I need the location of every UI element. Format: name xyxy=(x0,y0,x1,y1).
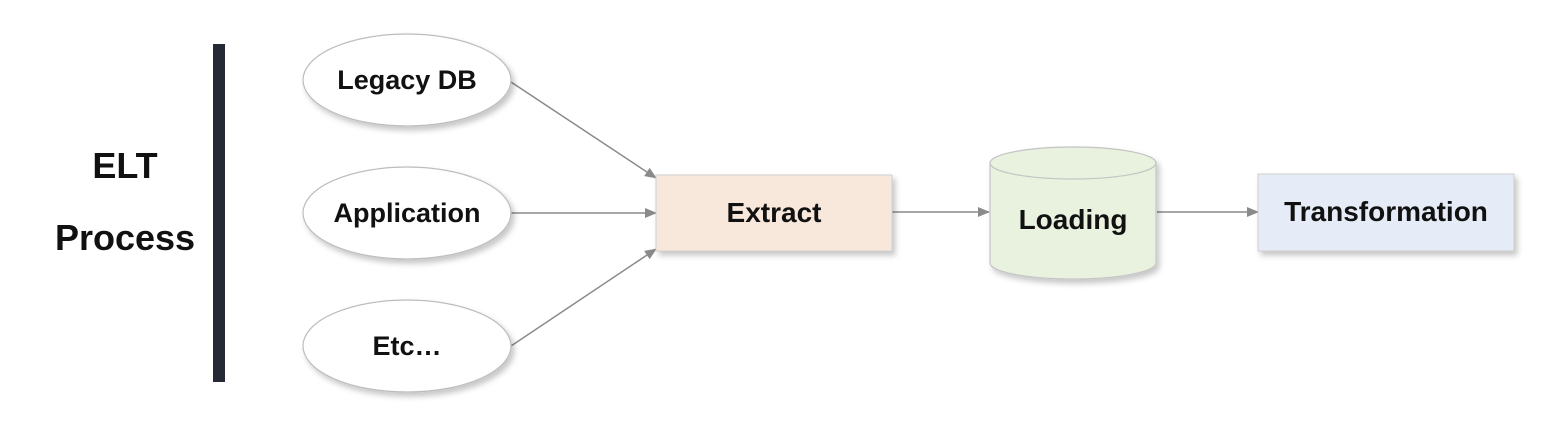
title-line-process: Process xyxy=(54,217,196,258)
source-label-etc: Etc… xyxy=(372,331,441,361)
extract-node: Extract xyxy=(655,174,893,252)
diagram-title: ELT Process xyxy=(40,130,210,274)
transformation-node: Transformation xyxy=(1257,173,1515,252)
loading-label: Loading xyxy=(1019,204,1128,235)
source-node-legacy-db: Legacy DB xyxy=(302,33,512,127)
loading-node xyxy=(989,146,1157,280)
source-node-application: Application xyxy=(302,166,512,260)
arrow-legacydb-to-extract xyxy=(510,81,657,179)
title-line-elt: ELT xyxy=(92,145,158,186)
source-label-application: Application xyxy=(334,198,481,228)
arrow-etc-to-extract xyxy=(510,248,657,347)
transformation-label: Transformation xyxy=(1284,196,1488,227)
extract-label: Extract xyxy=(727,197,822,228)
source-node-etc: Etc… xyxy=(302,299,512,393)
vertical-divider xyxy=(213,44,225,382)
source-label-legacy-db: Legacy DB xyxy=(337,65,477,95)
